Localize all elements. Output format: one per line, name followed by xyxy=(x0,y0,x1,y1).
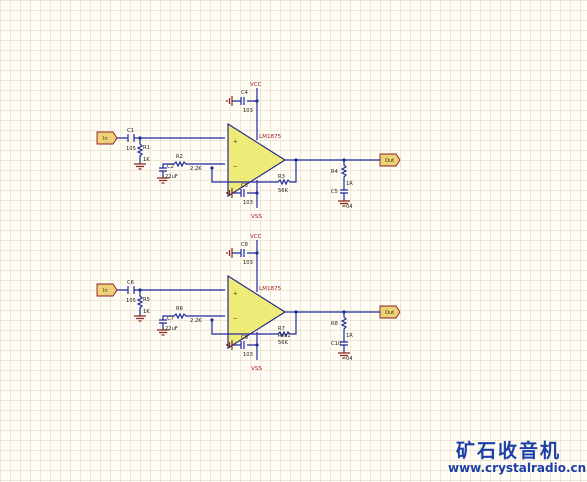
c5-label: C5 xyxy=(331,189,338,195)
r3-name: Res1 xyxy=(278,333,291,339)
c4-ground-icon xyxy=(226,248,233,258)
c4-ground-icon xyxy=(226,96,233,106)
zobel-ground-icon xyxy=(338,352,350,359)
c5-value: 04 xyxy=(346,356,353,362)
r1-value: 1K xyxy=(143,157,150,163)
c3-ground-icon xyxy=(226,188,233,198)
r2-label: R6 xyxy=(176,306,183,312)
opamp-minus: − xyxy=(233,164,237,170)
output-port-label: Out xyxy=(385,310,394,316)
zobel-ground-icon xyxy=(338,200,350,207)
c4-capacitor xyxy=(232,97,257,105)
c3-label: C3 xyxy=(241,183,248,189)
c5-value: 04 xyxy=(346,204,353,210)
r1-label: R5 xyxy=(143,297,150,303)
ic-label: LM1875 xyxy=(259,134,282,140)
c2-label: C2 xyxy=(167,164,174,170)
r2-c2-chain xyxy=(159,312,225,330)
r3-feedback xyxy=(211,160,297,186)
opamp-plus: + xyxy=(233,139,237,145)
c1-value: 105 xyxy=(126,298,136,304)
c3-ground-icon xyxy=(226,340,233,350)
c1-label: C6 xyxy=(127,280,134,286)
r2-value: 2.2K xyxy=(190,318,202,324)
r4-label: R4 xyxy=(331,169,339,175)
c2-value: 22uF xyxy=(165,174,178,180)
r4-value: 1R xyxy=(346,333,353,339)
r3-feedback xyxy=(211,312,297,338)
opamp-plus: + xyxy=(233,291,237,297)
c4-label: C4 xyxy=(241,90,249,96)
output-port-label: Out xyxy=(385,158,394,164)
r1-label: R1 xyxy=(143,145,150,151)
c3-capacitor xyxy=(232,341,257,349)
watermark-title: 矿石收音机 xyxy=(456,440,562,462)
r4-c5-zobel xyxy=(340,312,348,353)
r4-c5-zobel xyxy=(340,160,348,201)
r4-value: 1R xyxy=(346,181,353,187)
amplifier-stage-1: In C1 105 R1 1K C2 22uF R2 2.2K + − LM18… xyxy=(96,82,401,220)
c1-capacitor xyxy=(127,134,135,142)
c4-capacitor xyxy=(232,249,257,257)
vss-label: VSS xyxy=(251,214,262,220)
output-port[interactable] xyxy=(379,305,401,319)
vss-label: VSS xyxy=(251,366,262,372)
r2-c2-chain xyxy=(159,160,225,178)
r1-ground-icon xyxy=(134,163,146,170)
c1-capacitor xyxy=(127,286,135,294)
c5-label: C10 xyxy=(331,341,341,347)
vcc-label: VCC xyxy=(250,82,262,88)
c2-label: C7 xyxy=(167,316,174,322)
output-port[interactable] xyxy=(379,153,401,167)
r1-value: 1K xyxy=(143,309,150,315)
input-port-label: In xyxy=(103,136,108,142)
c4-value: 103 xyxy=(243,108,253,114)
vcc-label: VCC xyxy=(250,234,262,240)
c4-label: C8 xyxy=(241,242,248,248)
c2-ground-icon xyxy=(157,329,169,336)
c3-value: 103 xyxy=(243,352,253,358)
r3-label: R3 xyxy=(278,174,285,180)
r3-label: R7 xyxy=(278,326,285,332)
ic-label: LM1875 xyxy=(259,286,282,292)
opamp-minus: − xyxy=(233,316,237,322)
r4-label: R8 xyxy=(331,321,338,327)
c2-value: 22uF xyxy=(165,326,178,332)
c1-value: 105 xyxy=(126,146,136,152)
input-port-label: In xyxy=(103,288,108,294)
c3-capacitor xyxy=(232,189,257,197)
r1-resistor xyxy=(136,138,144,164)
c3-value: 103 xyxy=(243,200,253,206)
r1-ground-icon xyxy=(134,315,146,322)
r3-value: 56K xyxy=(278,188,289,194)
r2-value: 2.2K xyxy=(190,166,202,172)
r2-label: R2 xyxy=(176,154,183,160)
watermark-url: www.crystalradio.cn xyxy=(448,461,587,475)
c1-label: C1 xyxy=(127,128,134,134)
r3-value: 56K xyxy=(278,340,289,346)
r1-resistor xyxy=(136,290,144,316)
c4-value: 103 xyxy=(243,260,253,266)
c3-label: C9 xyxy=(241,335,248,341)
input-port[interactable] xyxy=(96,283,118,297)
lm1875-opamp xyxy=(227,122,287,198)
c2-ground-icon xyxy=(157,177,169,184)
amplifier-stage-2: In C6 105 R5 1K C7 22uF R6 2.2K + − LM18… xyxy=(96,234,401,372)
lm1875-opamp xyxy=(227,274,287,350)
input-port[interactable] xyxy=(96,131,118,145)
